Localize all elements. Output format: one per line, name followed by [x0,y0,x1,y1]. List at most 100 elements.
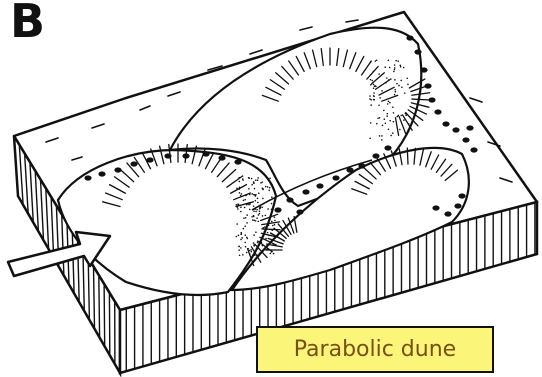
stipple-dot [253,234,255,236]
stipple-dot [244,207,246,209]
stipple-dot [245,246,247,248]
stipple-dot [255,195,257,197]
vegetation-blob [316,183,323,188]
stipple-dot [400,66,402,68]
stipple-dot [394,89,396,91]
stipple-dot [371,80,373,82]
stipple-dot [370,99,372,101]
stipple-dot [240,195,242,197]
stipple-dot [394,64,396,66]
stipple-dot [265,249,267,251]
stipple-dot [398,85,400,87]
stipple-dot [252,219,254,221]
stipple-dot [262,189,264,191]
stipple-dot [272,244,274,246]
vegetation-blob [432,205,439,210]
stipple-dot [244,199,246,201]
stipple-dot [267,232,269,234]
stipple-dot [370,122,372,124]
stipple-dot [245,217,247,219]
vegetation-blob [114,167,121,172]
stipple-dot [243,217,245,219]
stipple-dot [376,59,378,61]
stipple-dot [253,210,255,212]
caption-text: Parabolic dune [294,337,456,362]
stipple-dot [408,131,410,133]
stipple-dot [400,80,402,82]
stipple-dot [394,79,396,81]
stipple-dot [241,193,243,195]
stipple-dot [397,115,399,117]
vegetation-blob [296,209,303,214]
stipple-dot [254,253,256,255]
vegetation-blob [434,109,441,114]
stipple-dot [246,252,248,254]
stipple-dot [255,220,257,222]
stipple-dot [384,66,386,68]
stipple-dot [242,175,244,177]
stipple-dot [259,252,261,254]
stipple-dot [254,254,256,256]
stipple-dot [390,78,392,80]
stipple-dot [369,137,371,139]
stipple-dot [274,220,276,222]
stipple-dot [370,61,372,63]
stipple-dot [262,215,264,217]
vegetation-blob [406,35,413,40]
vegetation-blob [470,147,477,152]
stipple-dot [239,187,241,189]
stipple-dot [265,186,267,188]
stipple-dot [373,99,375,101]
stipple-dot [257,254,259,256]
stipple-dot [370,79,372,81]
vegetation-blob [234,159,241,164]
stipple-dot [237,203,239,205]
stipple-dot [383,110,385,112]
stipple-dot [378,73,380,75]
stipple-dot [274,224,276,226]
stipple-dot [408,129,410,131]
stipple-dot [261,181,263,183]
stipple-dot [379,117,381,119]
stipple-dot [394,67,396,69]
stipple-dot [396,83,398,85]
stipple-dot [257,179,259,181]
stipple-dot [239,188,241,190]
stipple-dot [236,223,238,225]
stipple-dot [248,177,250,179]
stipple-dot [403,139,405,141]
stipple-dot [251,193,253,195]
hatch-line [104,284,105,347]
stipple-dot [262,198,264,200]
stipple-dot [236,188,238,190]
stipple-dot [376,123,378,125]
hatch-line [94,267,95,329]
stipple-dot [373,92,375,94]
stipple-dot [403,119,405,121]
stipple-dot [242,178,244,180]
stipple-dot [373,95,375,97]
stipple-dot [263,231,265,233]
stipple-dot [253,205,255,207]
vegetation-blob [358,163,365,168]
stipple-dot [265,238,267,240]
stipple-dot [254,208,256,210]
stipple-dot [255,211,257,213]
vegetation-blob [84,175,91,180]
stipple-dot [381,135,383,137]
vegetation-blob [346,167,353,172]
vegetation-blob [442,121,449,126]
stipple-dot [255,231,257,233]
stipple-dot [370,104,372,106]
stipple-dot [253,244,255,246]
stipple-dot [372,71,374,73]
stipple-dot [236,236,238,238]
stipple-dot [403,67,405,69]
stipple-dot [237,206,239,208]
stipple-dot [261,242,263,244]
stipple-dot [272,225,274,227]
stipple-dot [378,104,380,106]
stipple-dot [385,82,387,84]
stipple-dot [395,60,397,62]
stipple-dot [257,242,259,244]
